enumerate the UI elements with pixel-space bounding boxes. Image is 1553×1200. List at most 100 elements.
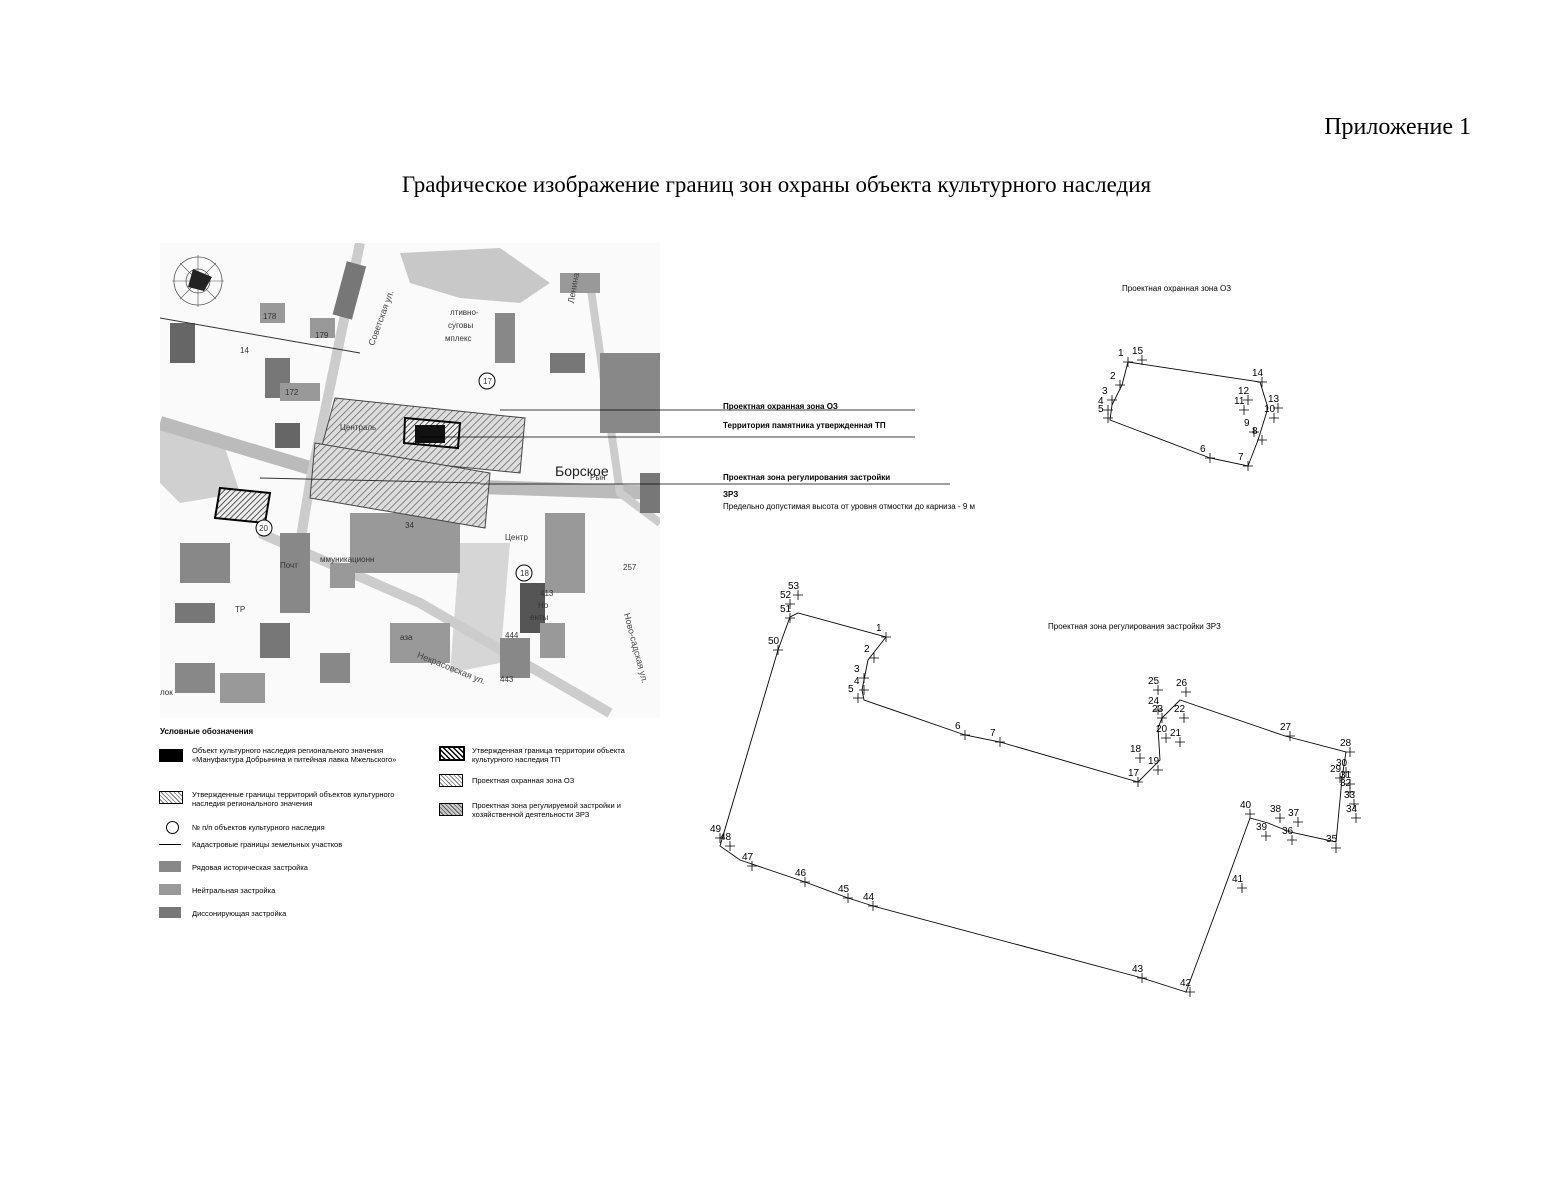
- legend-item: Проектная зона регулируемой застройки и …: [472, 801, 621, 819]
- map-label: 34: [405, 521, 414, 530]
- oz-point-marker: [1249, 427, 1259, 437]
- zrz-point-marker: [995, 737, 1005, 747]
- callout-zrz-height: Предельно допустимая высота от уровня от…: [723, 502, 975, 511]
- zrz-point-label: 47: [742, 852, 754, 863]
- zrz-point-label: 40: [1240, 800, 1252, 811]
- zrz-point-marker: [785, 613, 795, 623]
- map-label: ТР: [235, 605, 246, 614]
- zrz-point-label: 17: [1128, 768, 1140, 779]
- oz-point-marker: [1243, 461, 1253, 471]
- zrz-point-marker: [1137, 973, 1147, 983]
- page-title: Графическое изображение границ зон охран…: [401, 172, 1152, 197]
- oz-point-marker: [1257, 435, 1267, 445]
- zrz-point-label: 26: [1176, 678, 1188, 689]
- map-label: Центр: [505, 533, 528, 542]
- map-label: енты: [530, 613, 549, 622]
- oz-point-marker: [1243, 395, 1253, 405]
- oz-point-label: 12: [1238, 386, 1250, 397]
- zrz-plan-title: Проектная зона регулирования застройки З…: [1048, 622, 1221, 631]
- map-label: Почт: [280, 561, 298, 570]
- zrz-point-label: 45: [838, 884, 850, 895]
- map-label: Рын: [590, 473, 606, 482]
- oz-point-marker: [1269, 413, 1279, 423]
- zrz-point-marker: [1345, 787, 1355, 797]
- zrz-point-label: 7: [990, 728, 996, 739]
- oz-point-label: 6: [1200, 444, 1206, 455]
- zrz-point-marker: [800, 877, 810, 887]
- zrz-point-label: 50: [768, 636, 780, 647]
- legend-swatch-tp-boundary: [439, 746, 465, 761]
- zrz-point-marker: [1133, 777, 1143, 787]
- zrz-point-label: 4: [854, 676, 860, 687]
- zrz-point-label: 51: [780, 604, 792, 615]
- zrz-point-label: 2: [864, 644, 870, 655]
- zrz-point-marker: [793, 590, 803, 600]
- oz-point-label: 1: [1118, 348, 1124, 359]
- zrz-point-marker: [1351, 813, 1361, 823]
- zrz-point-label: 42: [1180, 978, 1192, 989]
- legend-item: Проектная охранная зона ОЗ: [472, 776, 575, 785]
- map-label: аза: [400, 633, 413, 642]
- zrz-point-marker: [1245, 809, 1255, 819]
- zrz-point-marker: [1185, 987, 1195, 997]
- map-label: 257: [623, 563, 637, 572]
- object-number-18: 18: [520, 569, 529, 578]
- zrz-point-marker: [1135, 753, 1145, 763]
- map-label: ммуникационн: [320, 555, 375, 564]
- oz-point-label: 3: [1102, 386, 1108, 397]
- zrz-point-label: 20: [1156, 724, 1168, 735]
- zrz-point-label: 43: [1132, 964, 1144, 975]
- map-label: мплекс: [445, 334, 472, 343]
- zrz-point-label: 22: [1174, 704, 1186, 715]
- oz-point-label: 9: [1244, 418, 1250, 429]
- oz-point-label: 2: [1110, 371, 1116, 382]
- zrz-point-marker: [881, 632, 891, 642]
- zrz-point-marker: [868, 901, 878, 911]
- legend-swatch-approved-territory: [159, 791, 183, 804]
- legend-item: Нейтральная застройка: [192, 886, 276, 895]
- site-map: Советская ул. Борское Ленина Некрасовска…: [160, 243, 660, 718]
- oz-point-marker: [1123, 357, 1133, 367]
- oz-point-label: 13: [1268, 394, 1280, 405]
- zrz-point-label: 35: [1326, 834, 1338, 845]
- zrz-point-label: 19: [1148, 756, 1160, 767]
- zrz-point-marker: [1153, 765, 1163, 775]
- zrz-point-marker: [853, 693, 863, 703]
- zrz-point-label: 41: [1232, 874, 1244, 885]
- zrz-point-marker: [773, 645, 783, 655]
- oz-point-marker: [1115, 380, 1125, 390]
- zrz-point-marker: [843, 893, 853, 903]
- zrz-point-marker: [1161, 733, 1171, 743]
- object-number-17: 17: [483, 377, 492, 386]
- oz-point-label: 11: [1234, 396, 1245, 407]
- oz-point-label: 15: [1132, 346, 1144, 357]
- zrz-point-marker: [1179, 713, 1189, 723]
- street-label-borskoe: Борское: [555, 463, 609, 479]
- legend-swatch-heritage-object: [159, 749, 183, 762]
- zrz-point-marker: [1293, 817, 1303, 827]
- zrz-point-marker: [1341, 767, 1351, 777]
- zrz-point-marker: [747, 861, 757, 871]
- oz-point-marker: [1137, 355, 1147, 365]
- zrz-point-marker: [1237, 883, 1247, 893]
- callout-oz: Проектная охранная зона ОЗ: [723, 402, 838, 411]
- legend-item: № п/п объектов культурного наследия: [192, 823, 325, 832]
- zrz-point-marker: [1157, 713, 1167, 723]
- map-label: 413: [540, 589, 554, 598]
- zrz-point-label: 27: [1280, 722, 1292, 733]
- map-label: лтивно-: [450, 308, 479, 317]
- legend-swatch-oz: [439, 774, 463, 787]
- zrz-point-marker: [1275, 813, 1285, 823]
- zrz-point-marker: [859, 673, 869, 683]
- zrz-point-label: 31: [1340, 770, 1352, 781]
- callout-tp: Территория памятника утвержденная ТП: [723, 421, 886, 430]
- callout-zrz: Проектная зона регулирования застройки: [723, 473, 891, 482]
- legend-swatch-zrz: [439, 803, 463, 816]
- zrz-point-marker: [1287, 835, 1297, 845]
- zrz-point-label: 52: [780, 590, 792, 601]
- legend-item: Рядовая историческая застройка: [192, 863, 308, 872]
- legend-item: Кадастровые границы земельных участков: [192, 840, 343, 849]
- map-label: 178: [263, 312, 277, 321]
- legend-item: Утвержденные границы территорий объектов…: [192, 790, 395, 808]
